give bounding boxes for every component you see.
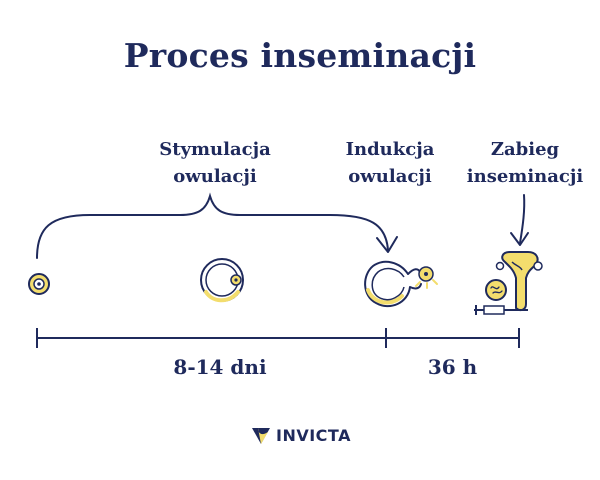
stage-label-induction: Indukcja owulacji <box>345 139 435 187</box>
induction-arrow-head <box>376 236 398 253</box>
small-follicle-icon <box>28 273 50 295</box>
stage-label-insemination: Zabieg inseminacji <box>466 139 584 187</box>
stage-label-stimulation: Stymulacja owulacji <box>159 139 271 187</box>
insemination-arrow-head <box>510 232 529 246</box>
invicta-logo-icon <box>252 428 270 444</box>
brand-logo: INVICTA <box>250 424 351 446</box>
timeline <box>36 328 520 348</box>
brand-name: INVICTA <box>276 425 351 445</box>
ovulating-follicle-icon <box>364 260 438 308</box>
duration-induction: 36 h <box>427 355 478 379</box>
growing-follicle-icon <box>200 258 244 303</box>
stimulation-brace <box>36 192 389 259</box>
duration-stimulation: 8-14 dni <box>173 355 267 379</box>
insemination-arrow <box>519 194 526 244</box>
uterus-syringe-icon <box>474 251 543 315</box>
page-title: Proces inseminacji <box>123 36 477 75</box>
